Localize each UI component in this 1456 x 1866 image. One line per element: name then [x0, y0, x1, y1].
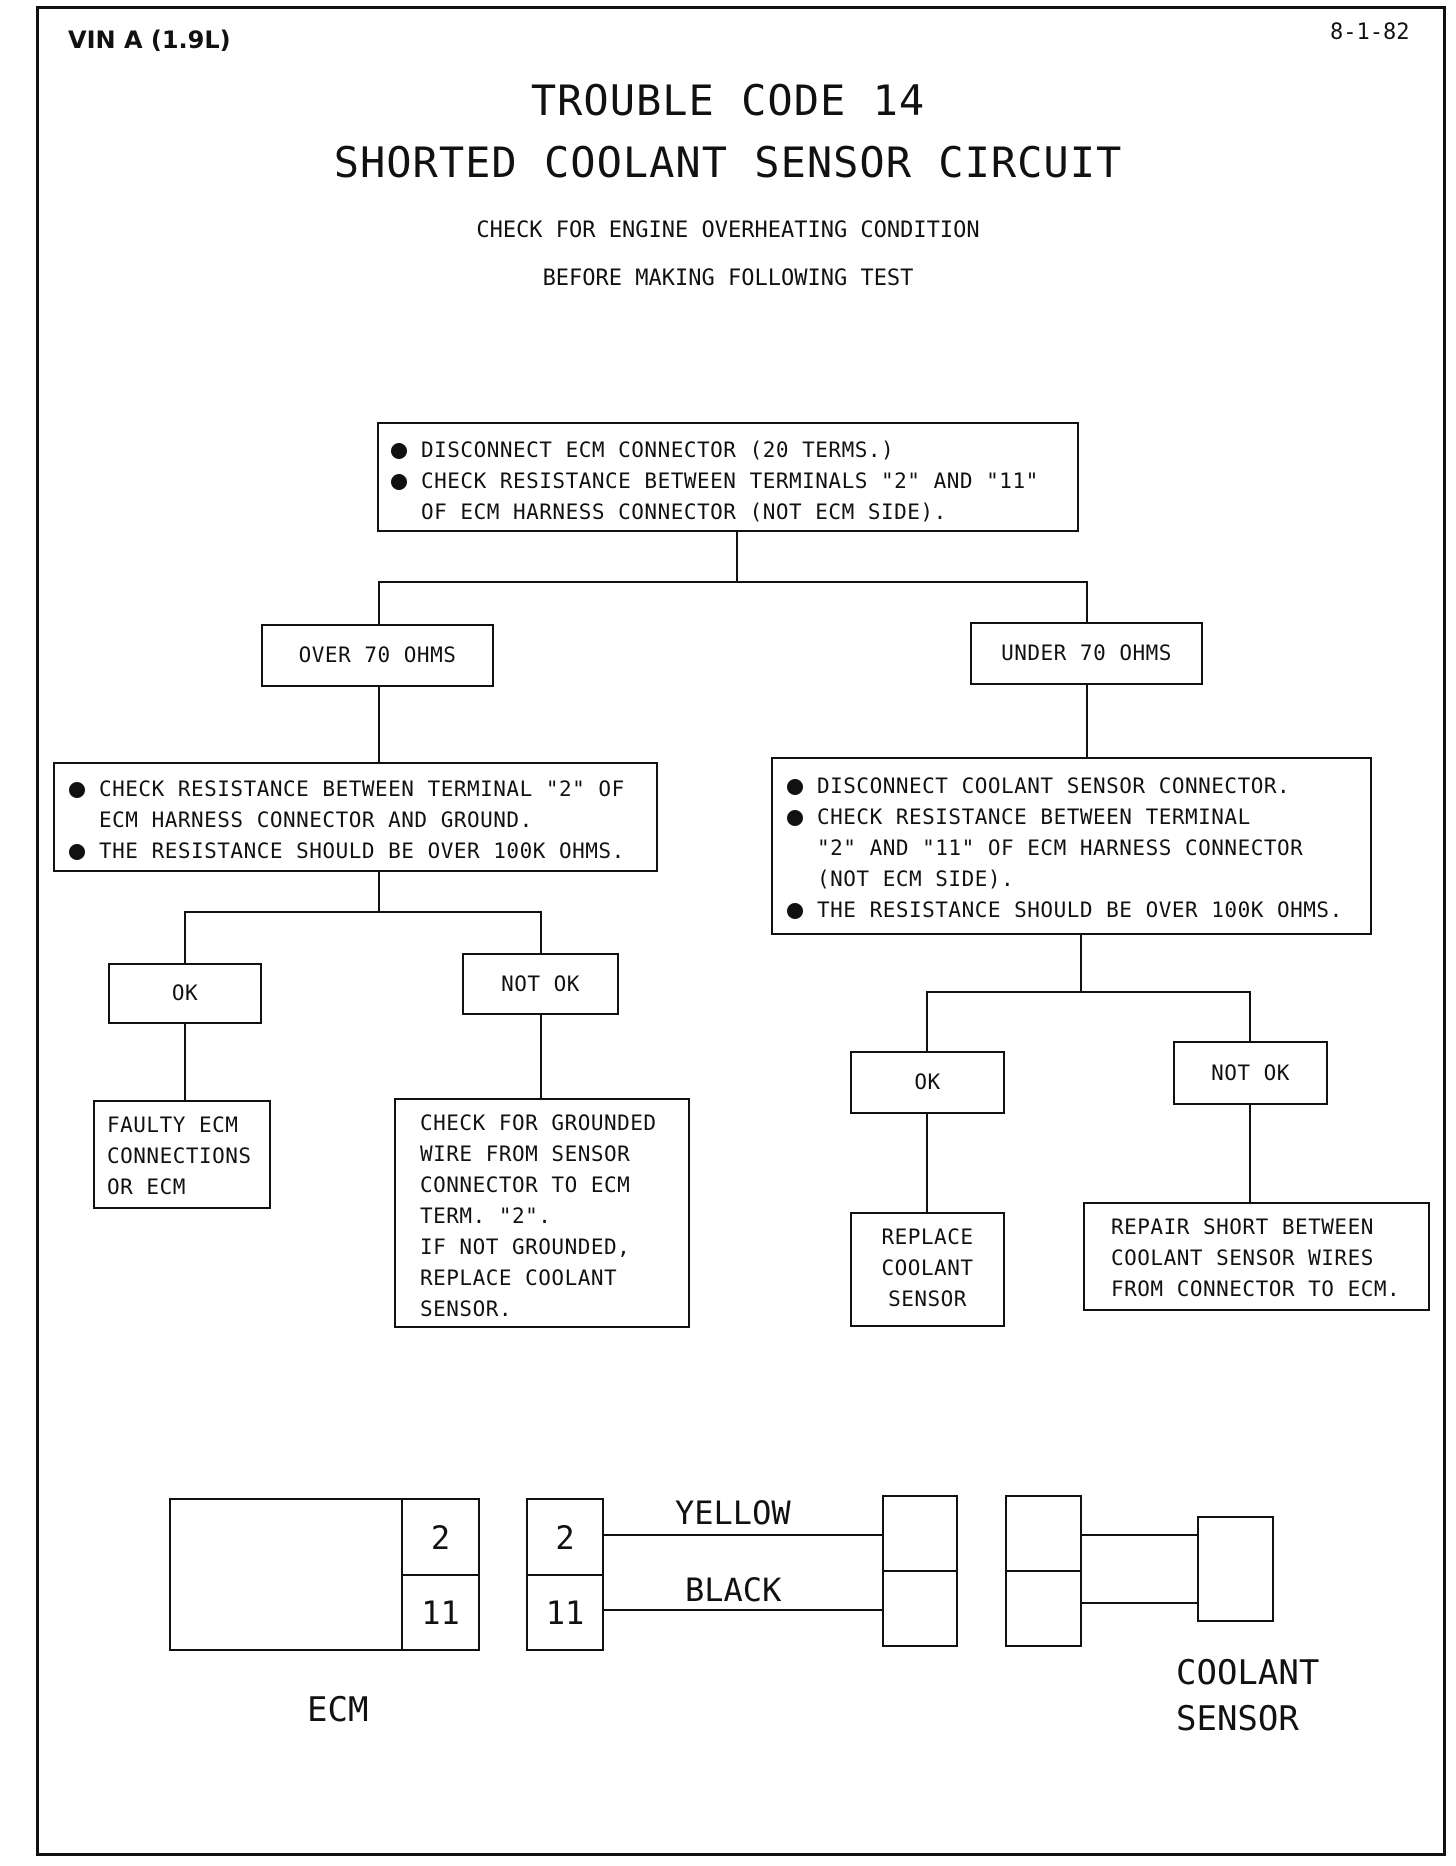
check-grounded-line: CHECK FOR GROUNDED — [420, 1111, 657, 1135]
coolant-sensor-body — [1197, 1516, 1274, 1622]
connector-line — [926, 1114, 928, 1212]
check-terminal-ground-text: CHECK RESISTANCE BETWEEN TERMINAL "2" OF — [67, 774, 644, 805]
check-grounded-line: REPLACE COOLANT — [420, 1266, 618, 1290]
yellow-wire — [604, 1534, 882, 1536]
connector-line — [184, 911, 186, 963]
check-terminal-pair-cont-2: (NOT ECM SIDE). — [817, 867, 1015, 891]
check-grounded-line: IF NOT GROUNDED, — [420, 1235, 631, 1259]
faulty-ecm-line: CONNECTIONS — [107, 1144, 252, 1168]
check-terminal-pair-cont-1: "2" AND "11" OF ECM HARNESS CONNECTOR — [817, 836, 1304, 860]
resistance-spec-text: THE RESISTANCE SHOULD BE OVER 100K OHMS. — [67, 836, 644, 867]
faulty-ecm-line: FAULTY ECM — [107, 1113, 239, 1137]
left-ok-label: OK — [171, 981, 199, 1005]
connector-line — [1249, 991, 1251, 1041]
connector-line — [184, 911, 541, 913]
date-label: 8-1-82 — [1330, 20, 1410, 45]
connector-line — [1086, 581, 1088, 622]
check-grounded-line: SENSOR. — [420, 1297, 513, 1321]
connector-line — [378, 581, 380, 624]
right-not-ok-box: NOT OK — [1173, 1041, 1328, 1105]
black-wire — [604, 1609, 882, 1611]
coolant-sensor-label: COOLANT SENSOR — [1176, 1650, 1319, 1742]
left-not-ok-box: NOT OK — [462, 953, 619, 1015]
check-grounded-wire-box: CHECK FOR GROUNDED WIRE FROM SENSOR CONN… — [394, 1098, 690, 1328]
black-wire-label: BLACK — [685, 1571, 782, 1609]
right-ok-box: OK — [850, 1051, 1005, 1114]
check-terminal-ground-cont: ECM HARNESS CONNECTOR AND GROUND. — [99, 808, 533, 832]
replace-sensor-box: REPLACE COOLANT SENSOR — [850, 1212, 1005, 1327]
sensor-lead — [1082, 1602, 1198, 1604]
connector-line — [184, 1024, 186, 1100]
repair-short-box: REPAIR SHORT BETWEEN COOLANT SENSOR WIRE… — [1083, 1202, 1430, 1311]
step-disconnect-ecm-text: DISCONNECT ECM CONNECTOR (20 TERMS.) — [389, 435, 1067, 466]
connector-line — [378, 687, 380, 763]
connector-line — [378, 581, 1087, 583]
repair-short-line: COOLANT SENSOR WIRES — [1111, 1246, 1374, 1270]
replace-sensor-line: SENSOR — [888, 1287, 967, 1311]
vin-label: VIN A (1.9L) — [68, 26, 231, 54]
check-terminal-pair-text: CHECK RESISTANCE BETWEEN TERMINAL — [785, 802, 1358, 833]
connector-line — [540, 911, 542, 953]
step-check-resistance-text: CHECK RESISTANCE BETWEEN TERMINALS "2" A… — [389, 466, 1067, 497]
sensor-lead — [1082, 1534, 1198, 1536]
over-70-ohms-box: OVER 70 OHMS — [261, 624, 494, 687]
right-not-ok-label: NOT OK — [1211, 1060, 1290, 1085]
ecm-pin-2: 2 — [401, 1498, 480, 1576]
repair-short-line: FROM CONNECTOR TO ECM. — [1111, 1277, 1401, 1301]
coolant-sensor-label-line: COOLANT — [1176, 1653, 1320, 1693]
connector-line — [378, 872, 380, 912]
ecm-pin-11: 11 — [401, 1574, 480, 1651]
connector-line — [926, 991, 928, 1051]
disconnect-sensor-box: DISCONNECT COOLANT SENSOR CONNECTOR. CHE… — [771, 757, 1372, 935]
resistance-spec-text: THE RESISTANCE SHOULD BE OVER 100K OHMS. — [785, 895, 1358, 926]
connector-line — [1080, 935, 1082, 992]
over-70-ohms-label: OVER 70 OHMS — [298, 643, 457, 667]
check-grounded-line: TERM. "2". — [420, 1204, 552, 1228]
harness-connector-cavity — [882, 1495, 958, 1572]
right-ok-label: OK — [914, 1070, 941, 1094]
step-disconnect-ecm-box: DISCONNECT ECM CONNECTOR (20 TERMS.) CHE… — [377, 422, 1079, 532]
check-terminal-ground-box: CHECK RESISTANCE BETWEEN TERMINAL "2" OF… — [53, 762, 658, 872]
check-grounded-line: WIRE FROM SENSOR — [420, 1142, 631, 1166]
connector-line — [926, 991, 1250, 993]
title-line-2: SHORTED COOLANT SENSOR CIRCUIT — [333, 138, 1123, 187]
under-70-ohms-label: UNDER 70 OHMS — [1001, 641, 1172, 665]
left-not-ok-label: NOT OK — [501, 971, 580, 996]
replace-sensor-line: REPLACE — [881, 1225, 974, 1249]
harness-pin-2: 2 — [526, 1498, 604, 1576]
harness-pin-11: 11 — [526, 1574, 604, 1651]
connector-line — [736, 532, 738, 582]
ecm-label: ECM — [307, 1690, 369, 1730]
faulty-ecm-box: FAULTY ECM CONNECTIONS OR ECM — [93, 1100, 271, 1209]
under-70-ohms-box: UNDER 70 OHMS — [970, 622, 1203, 685]
pretest-note-1: CHECK FOR ENGINE OVERHEATING CONDITION — [476, 218, 980, 243]
page-border — [36, 6, 1446, 1856]
step-check-resistance-cont: OF ECM HARNESS CONNECTOR (NOT ECM SIDE). — [421, 500, 947, 524]
faulty-ecm-line: OR ECM — [107, 1175, 186, 1199]
yellow-wire-label: YELLOW — [675, 1494, 791, 1532]
repair-short-line: REPAIR SHORT BETWEEN — [1111, 1215, 1374, 1239]
pretest-note-2: BEFORE MAKING FOLLOWING TEST — [542, 266, 914, 291]
connector-line — [540, 1015, 542, 1098]
connector-line — [1086, 685, 1088, 758]
harness-connector-cavity — [882, 1570, 958, 1647]
disconnect-sensor-text: DISCONNECT COOLANT SENSOR CONNECTOR. — [785, 771, 1358, 802]
sensor-connector-cavity — [1005, 1495, 1082, 1572]
check-grounded-line: CONNECTOR TO ECM — [420, 1173, 631, 1197]
title-line-1: TROUBLE CODE 14 — [530, 76, 926, 125]
replace-sensor-line: COOLANT — [881, 1256, 974, 1280]
connector-line — [1249, 1105, 1251, 1202]
left-ok-box: OK — [108, 963, 262, 1024]
coolant-sensor-label-line: SENSOR — [1176, 1699, 1299, 1739]
sensor-connector-cavity — [1005, 1570, 1082, 1647]
